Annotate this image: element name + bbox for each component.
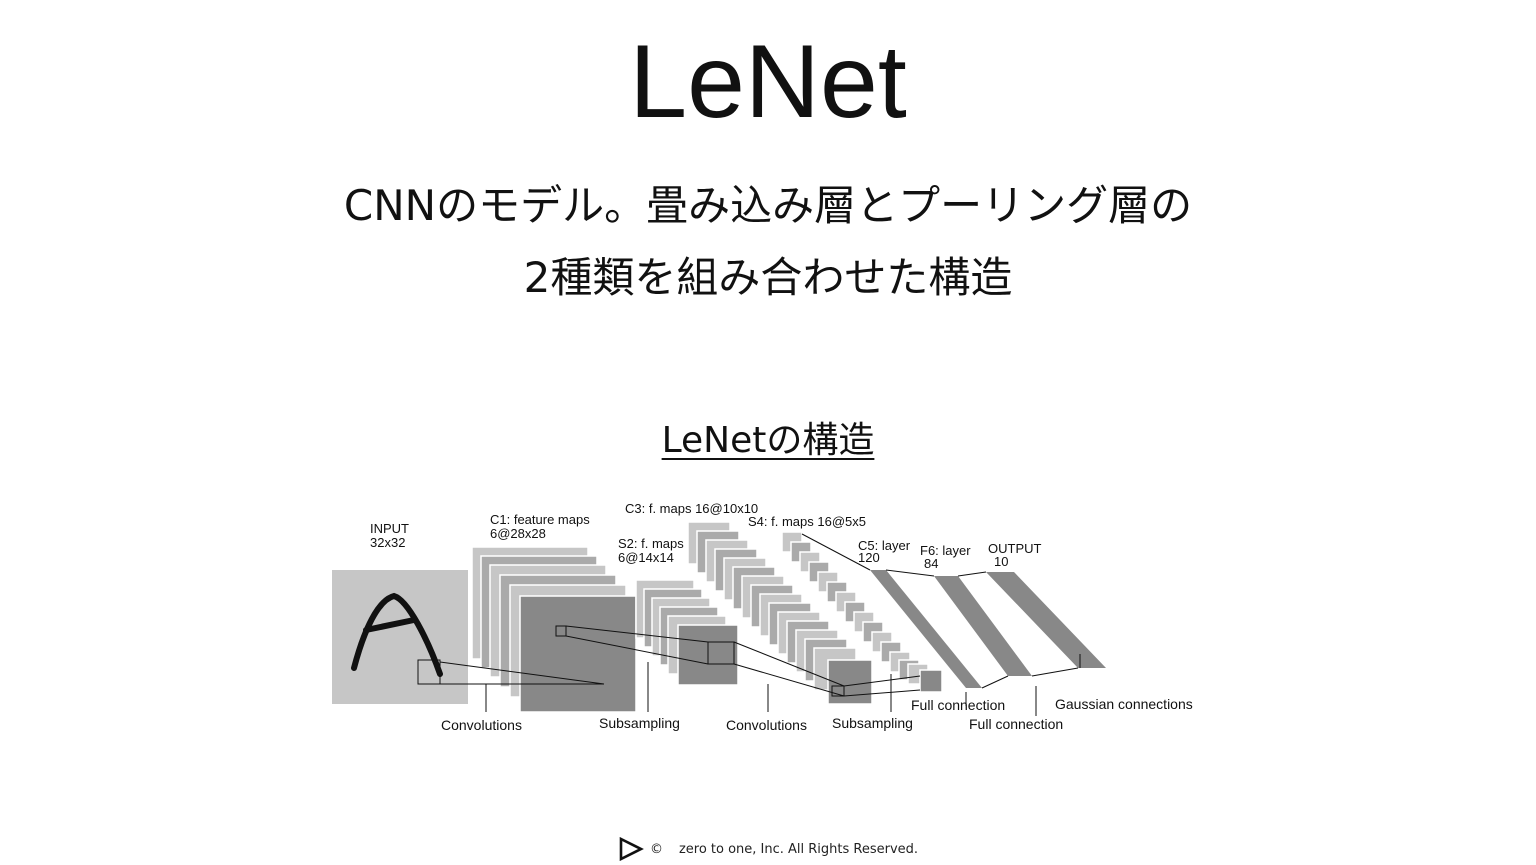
operation-ticks	[485, 654, 1081, 716]
output-size-label: 10	[994, 554, 1008, 569]
s2-receptive-field	[707, 641, 735, 665]
c5-size-label: 120	[858, 550, 880, 565]
copyright-text: zero to one, Inc. All Rights Reserved.	[678, 841, 919, 857]
op-convolutions-1: Convolutions	[441, 717, 522, 733]
s4-label: S4: f. maps 16@5x5	[748, 514, 866, 529]
section-heading: LeNetの構造	[661, 420, 875, 461]
f6-band	[934, 576, 1032, 676]
output-label: OUTPUT	[988, 541, 1042, 556]
connection-lines	[439, 533, 1079, 697]
c3-feature-maps	[687, 521, 873, 705]
fully-connected-layers	[870, 570, 1106, 688]
c3-receptive-field	[831, 685, 845, 697]
output-band	[986, 572, 1106, 668]
s2-label: S2: f. maps	[618, 536, 684, 551]
input-layer	[332, 570, 468, 704]
input-receptive-field	[417, 659, 441, 685]
c1-size-label: 6@28x28	[490, 526, 546, 541]
footer: © zero to one, Inc. All Rights Reserved.	[0, 836, 1536, 862]
op-full-connection-1: Full connection	[911, 697, 1005, 713]
input-size-label: 32x32	[370, 535, 405, 550]
c1-label: C1: feature maps	[490, 512, 590, 527]
s4-feature-maps	[781, 531, 943, 693]
input-image-box	[332, 570, 468, 704]
op-gaussian-connections: Gaussian connections	[1055, 696, 1193, 712]
f6-label: F6: layer	[920, 543, 971, 558]
op-subsampling-2: Subsampling	[832, 715, 913, 731]
c3-label: C3: f. maps 16@10x10	[625, 501, 758, 516]
letter-a-glyph	[351, 592, 443, 677]
op-convolutions-2: Convolutions	[726, 717, 807, 733]
op-subsampling-1: Subsampling	[599, 715, 680, 731]
f6-size-label: 84	[924, 556, 938, 571]
subtitle-line-1: CNNのモデル。畳み込み層とプーリング層の	[343, 181, 1193, 230]
c1-receptive-field	[555, 625, 567, 637]
c1-feature-maps	[471, 546, 637, 713]
copyright-symbol: ©	[649, 841, 663, 857]
input-label: INPUT	[370, 521, 409, 536]
s2-feature-maps	[635, 579, 739, 686]
play-triangle-logo-icon	[618, 836, 644, 862]
c5-band	[870, 570, 982, 688]
subtitle-line-2: 2種類を組み合わせた構造	[523, 253, 1013, 302]
op-full-connection-2: Full connection	[969, 716, 1063, 732]
slide-title: LeNet	[629, 24, 907, 140]
s2-size-label: 6@14x14	[618, 550, 674, 565]
c5-label: C5: layer	[858, 538, 911, 553]
